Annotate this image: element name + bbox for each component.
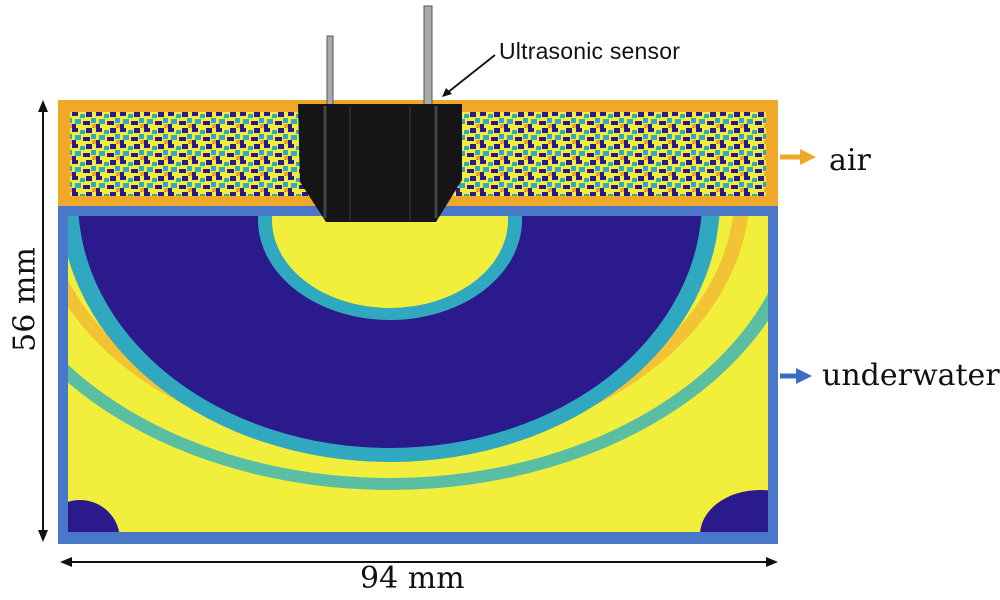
height-dimension-label: 56 mm bbox=[7, 247, 43, 352]
underwater-label: underwater bbox=[822, 358, 1000, 393]
right-arrow-icon bbox=[780, 368, 812, 384]
sensor-leader-line bbox=[442, 54, 496, 97]
air-label: air bbox=[829, 143, 871, 178]
sensor-label: Ultrasonic sensor bbox=[499, 38, 681, 64]
width-dimension-label: 94 mm bbox=[360, 561, 465, 596]
ultrasonic-sensor-icon bbox=[298, 5, 462, 222]
right-arrow-icon bbox=[780, 149, 816, 165]
height-dimension-arrow bbox=[38, 100, 48, 542]
underwater-layer bbox=[58, 206, 778, 544]
width-dimension-arrow bbox=[60, 557, 778, 567]
